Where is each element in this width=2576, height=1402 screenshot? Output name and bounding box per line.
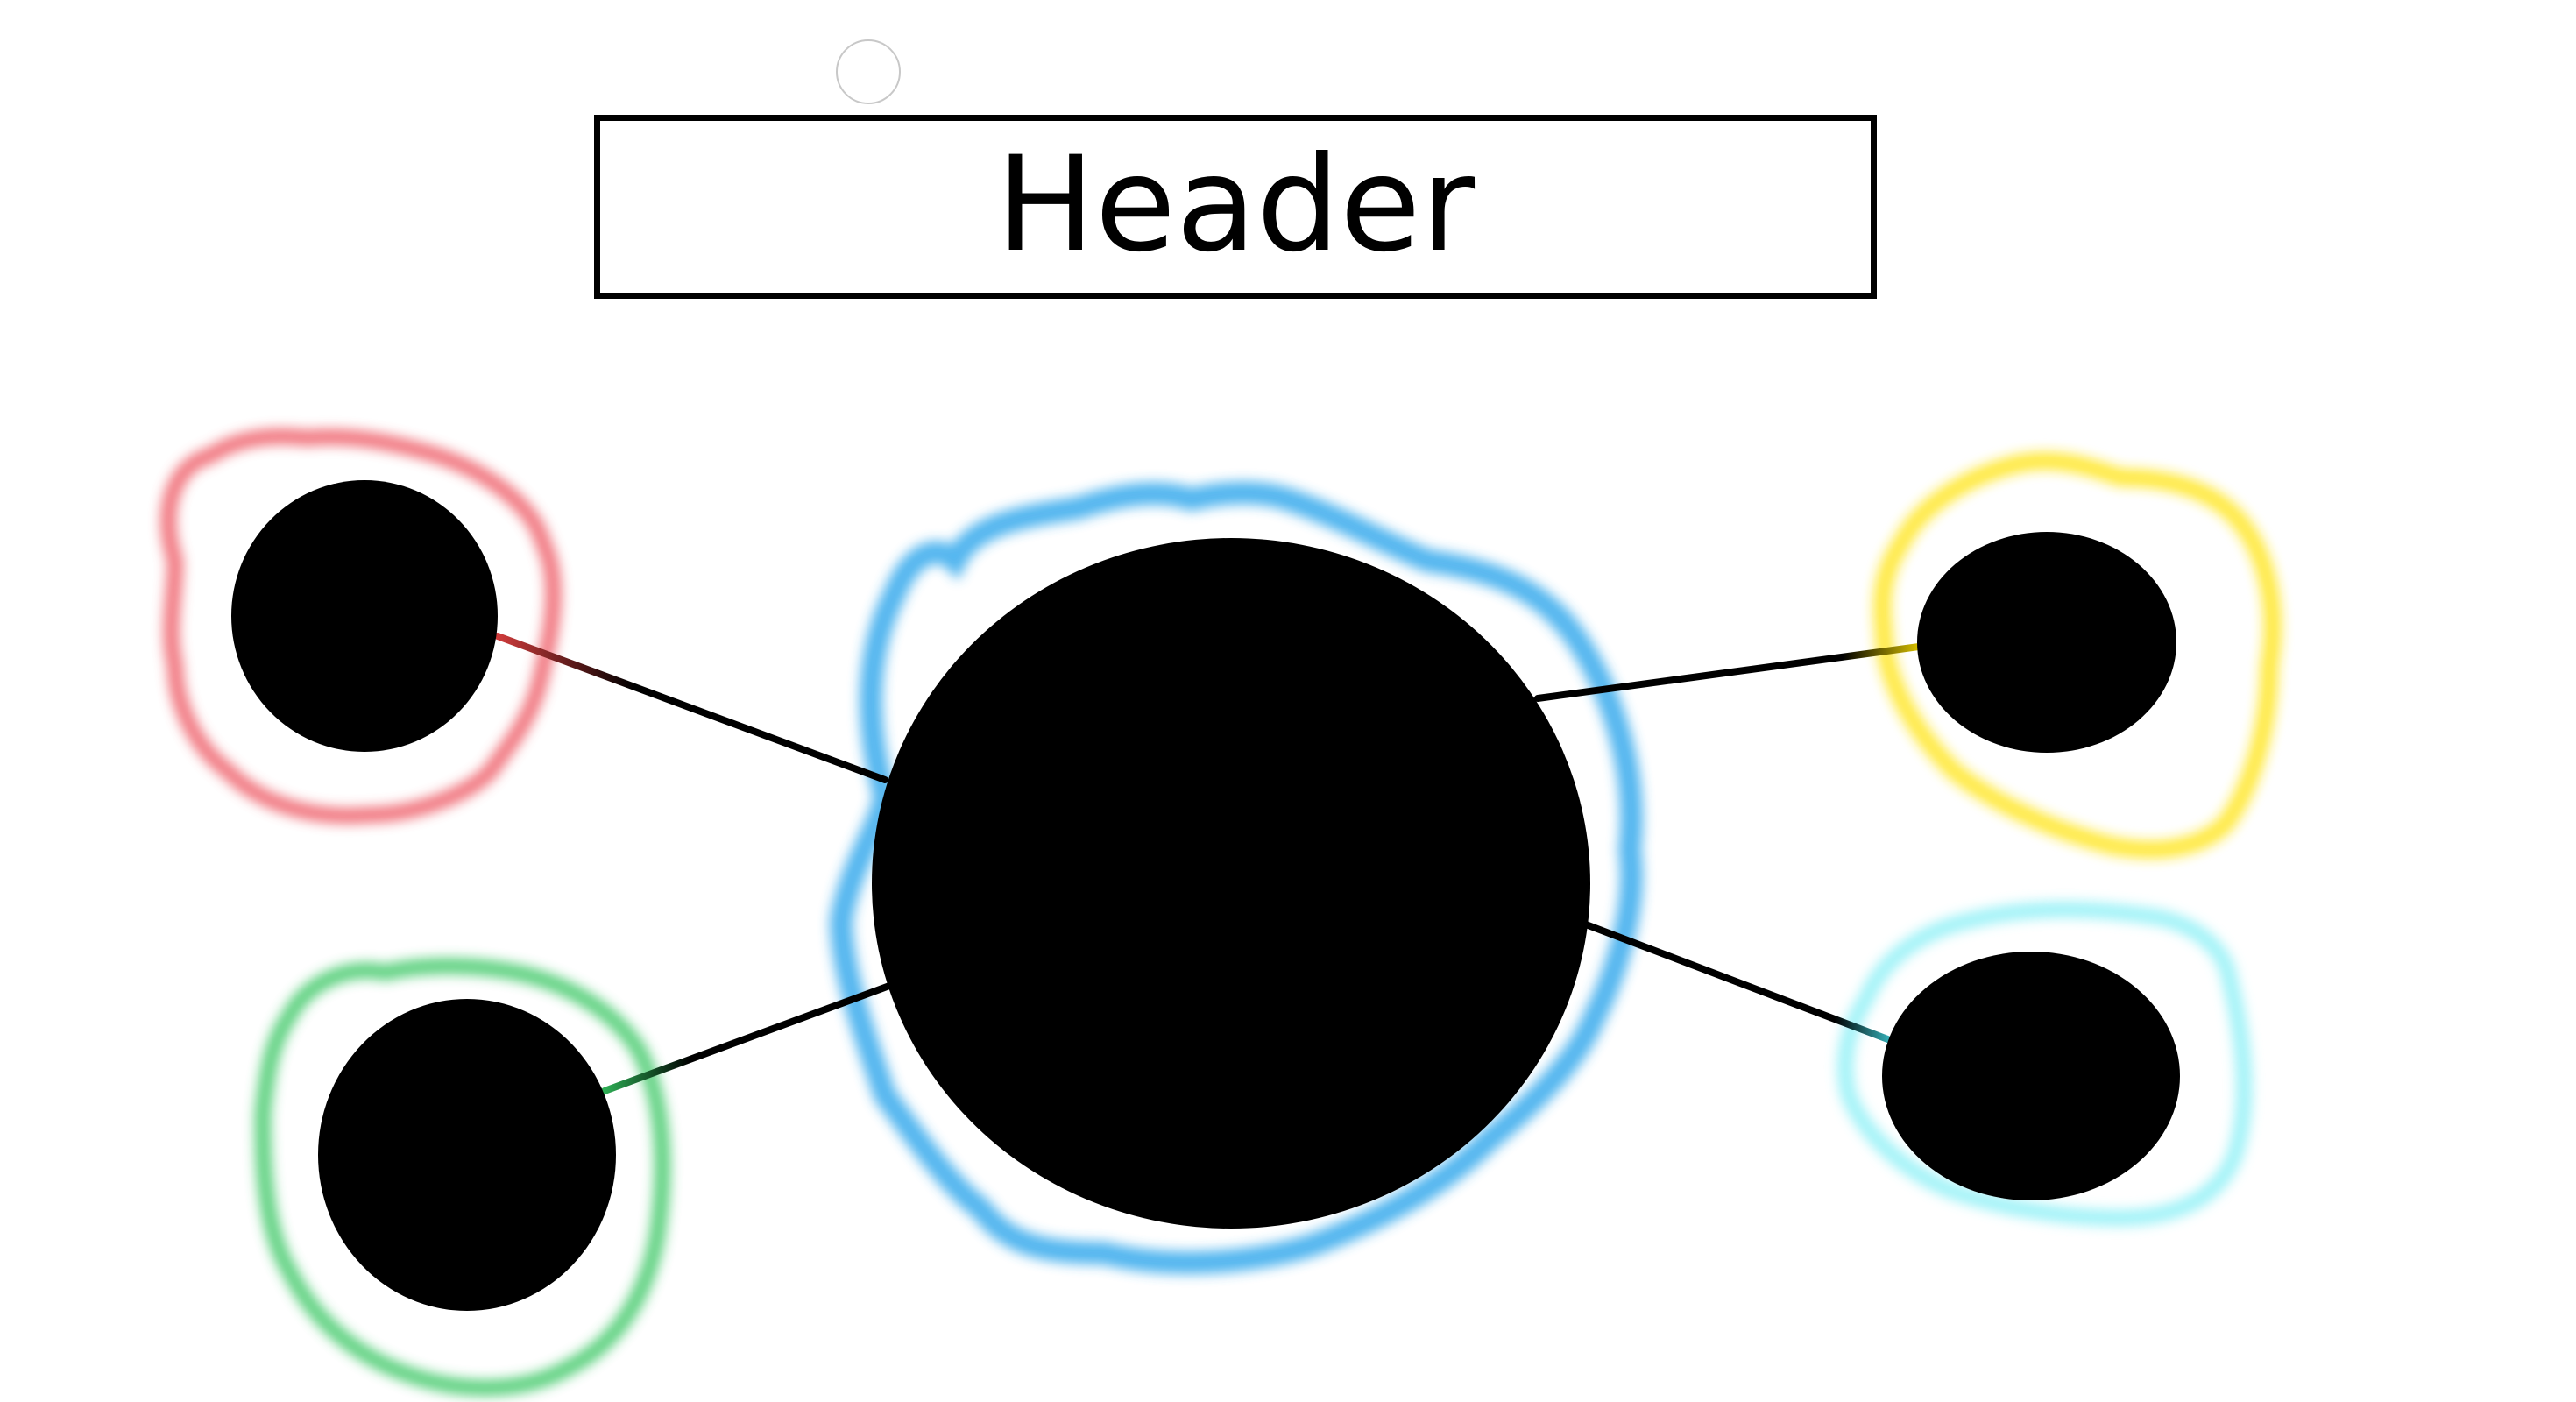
- bottom-left-node-glow: [254, 958, 670, 1396]
- connector-center-to-bottom-left: [601, 982, 893, 1094]
- top-left-node[interactable]: [231, 480, 498, 752]
- bottom-right-node-glow: [1837, 902, 2253, 1227]
- bottom-left-node[interactable]: [318, 999, 616, 1311]
- connector-center-to-bottom-right: [1582, 921, 1900, 1046]
- top-right-node-glow: [1873, 452, 2282, 859]
- center-node-glow: [829, 481, 1643, 1274]
- top-left-node-glow: [160, 428, 562, 824]
- resize-handle[interactable]: [836, 39, 901, 104]
- connector-center-to-top-right: [1534, 643, 1922, 702]
- header-box[interactable]: Header: [594, 115, 1877, 299]
- top-right-node[interactable]: [1917, 532, 2176, 753]
- bottom-right-node[interactable]: [1882, 952, 2180, 1200]
- center-node[interactable]: [872, 538, 1590, 1229]
- header-title: Header: [995, 129, 1476, 281]
- connector-center-to-top-left: [494, 633, 888, 783]
